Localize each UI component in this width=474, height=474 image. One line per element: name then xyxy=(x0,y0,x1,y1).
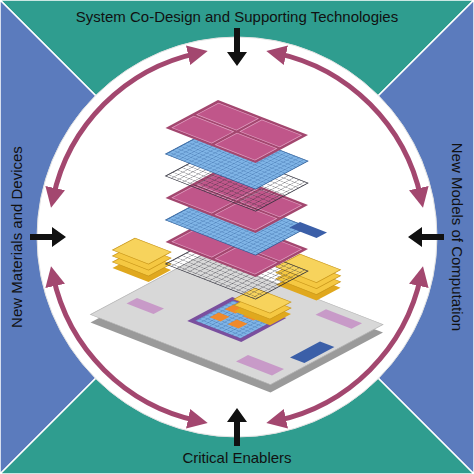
band-label: System Co-Design and Supporting Technolo… xyxy=(76,9,398,26)
band-label: New Materials and Devices xyxy=(9,146,26,328)
band-label: New Models of Computation xyxy=(449,143,466,331)
band-label: Critical Enablers xyxy=(182,450,291,467)
